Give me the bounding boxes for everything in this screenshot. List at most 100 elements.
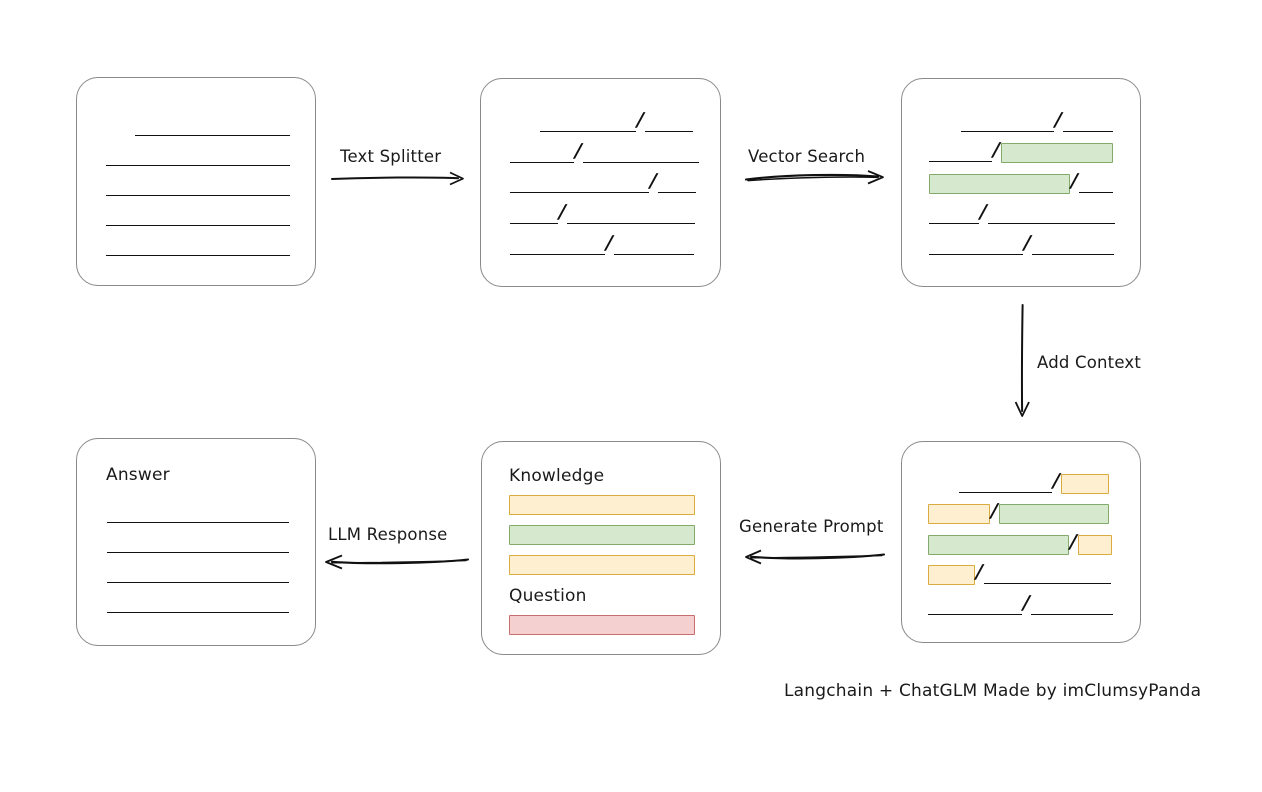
line-segment <box>106 176 290 198</box>
document-line <box>106 146 290 168</box>
chunk-separator: / <box>979 201 988 223</box>
chunk-segment <box>540 112 636 134</box>
matched-chunk-highlight <box>929 174 1070 194</box>
chunk-segment <box>929 142 992 164</box>
chunk-segment <box>1030 595 1113 617</box>
chunk-segment <box>657 173 696 195</box>
line-segment <box>107 563 289 585</box>
chunk-separator: / <box>1023 232 1032 254</box>
arrow-text-splitter <box>331 171 464 186</box>
chunk-row: / <box>510 201 695 226</box>
chunk-separator: / <box>1070 170 1079 192</box>
diagram-caption: Langchain + ChatGLM Made by imClumsyPand… <box>784 681 1202 701</box>
chunk-separator: / <box>636 109 645 131</box>
question-label: Question <box>509 586 587 606</box>
matched-chunk-highlight <box>1000 143 1113 163</box>
line-segment <box>106 206 290 228</box>
line-segment <box>107 533 289 555</box>
chunk-segment <box>961 112 1054 134</box>
chunk-separator: / <box>990 500 999 522</box>
chunk-separator: / <box>605 232 614 254</box>
card-prompt: Knowledge Question <box>481 441 721 655</box>
chunk-row: / <box>510 140 699 165</box>
answer-label: Answer <box>106 465 170 485</box>
chunk-row: / <box>928 561 1111 586</box>
document-line <box>106 236 290 258</box>
prompt-chunk-highlight <box>1077 535 1112 555</box>
question-highlight <box>509 615 695 635</box>
question-bar <box>509 614 695 636</box>
chunk-segment <box>987 204 1115 226</box>
card-source-document <box>76 77 316 286</box>
chunk-separator: / <box>1022 592 1031 614</box>
chunk-segment <box>1062 112 1113 134</box>
matched-chunks-rows: / / / / / <box>902 79 1140 286</box>
chunk-separator: / <box>558 201 567 223</box>
answer-line <box>107 563 289 585</box>
chunk-row: / <box>510 232 694 257</box>
chunk-row: / <box>929 139 1113 164</box>
line-segment <box>106 236 290 258</box>
chunk-segment <box>929 204 979 226</box>
chunk-row: / <box>928 500 1109 525</box>
document-line <box>106 206 290 228</box>
line-segment <box>135 116 290 138</box>
prompt-chunk-highlight <box>928 565 975 585</box>
knowledge-bar <box>509 554 695 576</box>
chunk-segment <box>582 143 699 165</box>
card-context-chunks: / / / / / <box>901 441 1141 643</box>
chunk-segment <box>510 143 574 165</box>
line-segment <box>107 593 289 615</box>
prompt-chunk-highlight <box>509 555 695 575</box>
document-line <box>135 116 290 138</box>
chunk-row: / <box>929 232 1114 257</box>
chunk-segment <box>510 173 649 195</box>
arrow-label-text-splitter: Text Splitter <box>340 147 442 166</box>
answer-line <box>107 533 289 555</box>
chunk-segment <box>1031 235 1114 257</box>
chunk-separator: / <box>574 140 583 162</box>
chunk-row: / <box>510 170 696 195</box>
arrow-generate-prompt <box>745 549 886 565</box>
chunk-segment <box>983 564 1111 586</box>
knowledge-label: Knowledge <box>509 466 605 486</box>
prompt-chunk-highlight <box>1060 474 1109 494</box>
card-matched-chunks: / / / / / <box>901 78 1141 287</box>
split-chunks-rows: / / / / / <box>481 79 720 286</box>
line-segment <box>107 503 289 525</box>
chunk-segment <box>644 112 693 134</box>
chunk-segment <box>566 204 695 226</box>
chunk-segment <box>928 595 1022 617</box>
document-line <box>106 176 290 198</box>
arrow-label-generate-prompt: Generate Prompt <box>739 517 884 536</box>
chunk-separator: / <box>1069 531 1078 553</box>
card-split-chunks: / / / / / <box>480 78 721 287</box>
chunk-row: / <box>540 109 693 134</box>
chunk-row: / <box>928 592 1113 617</box>
chunk-row: / <box>928 531 1112 556</box>
chunk-row: / <box>959 470 1109 495</box>
arrow-vector-search <box>744 170 884 185</box>
answer-line <box>107 503 289 525</box>
context-chunks-rows: / / / / / <box>902 442 1140 642</box>
prompt-chunk-highlight <box>928 504 990 524</box>
chunk-segment <box>929 235 1023 257</box>
matched-chunk-highlight <box>998 504 1109 524</box>
chunk-row: / <box>929 170 1113 195</box>
chunk-separator: / <box>975 561 984 583</box>
chunk-segment <box>613 235 694 257</box>
answer-rows: Answer <box>77 439 315 645</box>
arrow-llm-response <box>325 554 470 570</box>
chunk-row: / <box>961 109 1113 134</box>
matched-chunk-highlight <box>928 535 1069 555</box>
prompt-chunk-highlight <box>509 495 695 515</box>
chunk-row: / <box>929 201 1115 226</box>
knowledge-bar <box>509 494 695 516</box>
chunk-segment <box>959 473 1052 495</box>
prompt-rows: Knowledge Question <box>482 442 720 654</box>
matched-chunk-highlight <box>509 525 695 545</box>
line-segment <box>106 146 290 168</box>
chunk-separator: / <box>1052 470 1061 492</box>
arrow-label-llm-response: LLM Response <box>328 525 448 544</box>
